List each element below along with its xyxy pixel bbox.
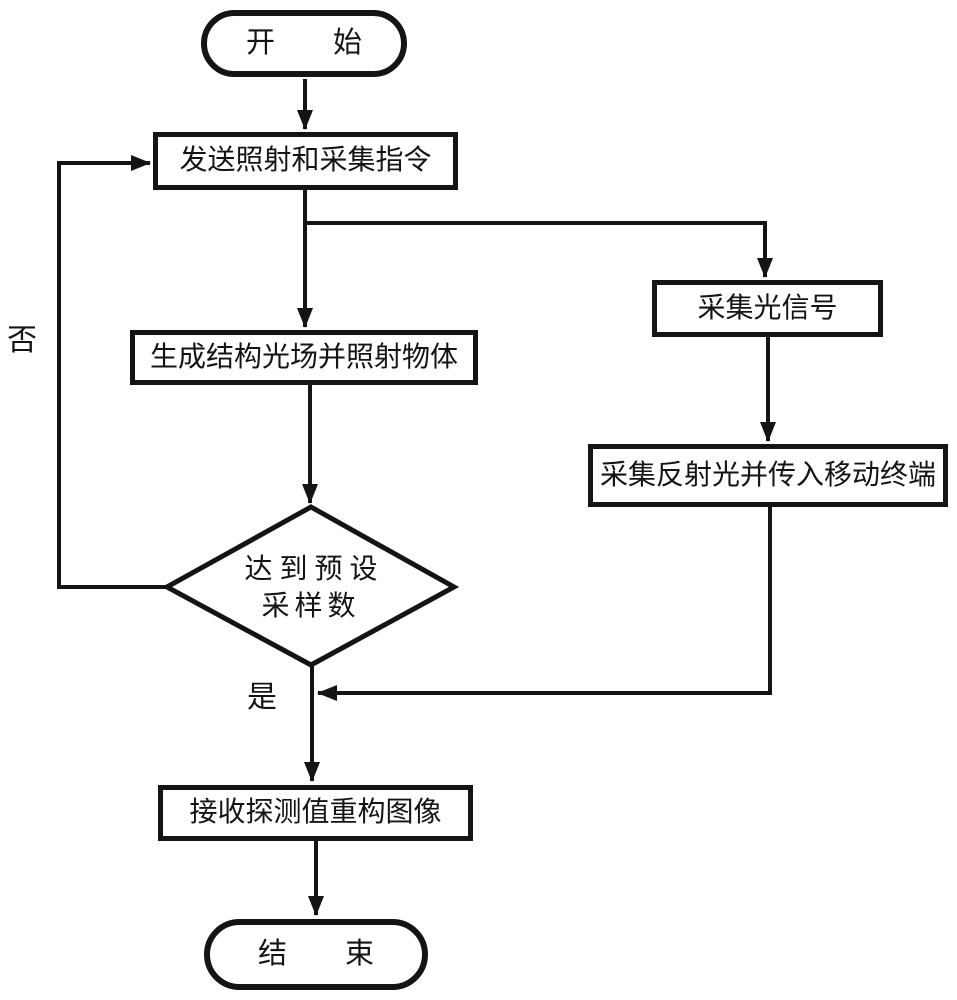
reconstruct-image-label: 接收探测值重构图像 [189, 797, 442, 828]
edge-send-to-collect-signal [305, 221, 773, 278]
edge-decision-no-loop [57, 155, 167, 589]
collect-light-signal-process: 采集光信号 [652, 280, 883, 337]
reconstruct-image-process: 接收探测值重构图像 [158, 785, 473, 841]
yes-edge-label: 是 [247, 681, 277, 714]
no-edge-label: 否 [7, 324, 37, 357]
end-label: 结 束 [257, 938, 374, 970]
decision-line1: 达 到 预 设 [244, 554, 378, 585]
decision-text: 达 到 预 设 采样数 [201, 551, 421, 625]
generate-light-field-process: 生成结构光场并照射物体 [130, 330, 478, 385]
generate-light-field-label: 生成结构光场并照射物体 [149, 341, 458, 373]
decision-line2: 采样数 [261, 591, 361, 622]
send-command-label: 发送照射和采集指令 [179, 145, 432, 176]
start-label: 开 始 [245, 27, 362, 59]
send-command-process: 发送照射和采集指令 [153, 132, 458, 190]
collect-reflected-light-label: 采集反射光并传入移动终端 [599, 459, 936, 491]
collect-reflected-light-process: 采集反射光并传入移动终端 [588, 444, 948, 507]
start-terminator: 开 始 [201, 10, 407, 77]
collect-light-signal-label: 采集光信号 [697, 292, 838, 324]
end-terminator: 结 束 [204, 919, 428, 990]
edge-reflect-to-merge [317, 507, 772, 701]
